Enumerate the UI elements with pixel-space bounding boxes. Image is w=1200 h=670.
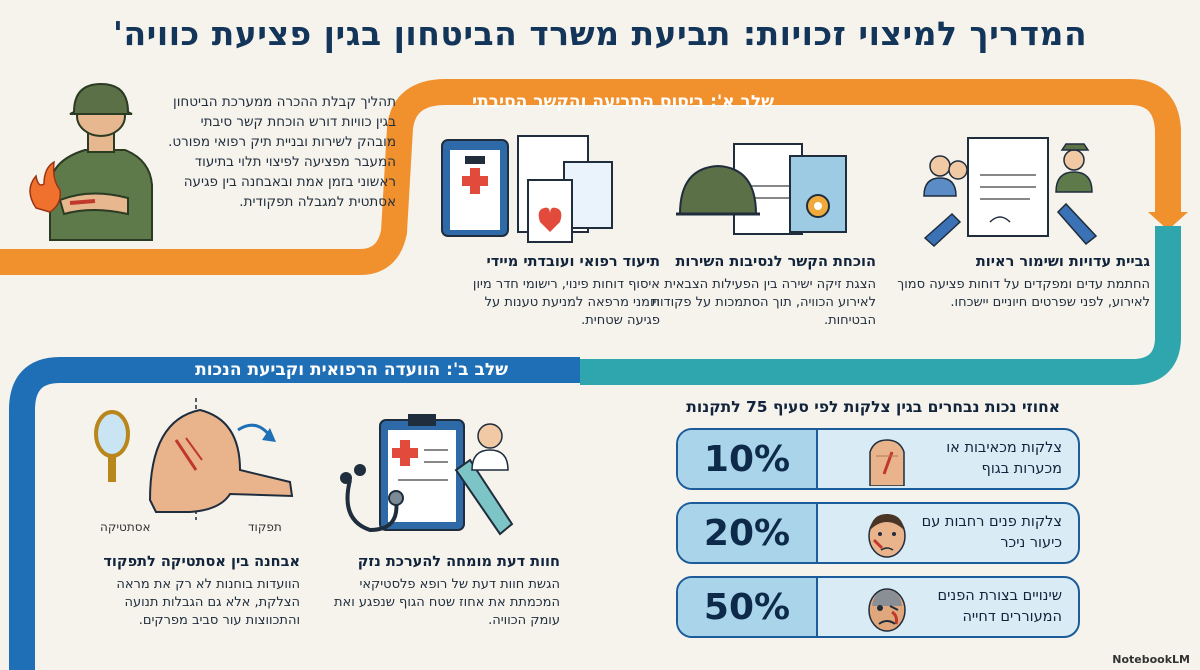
soldier-burn-icon bbox=[29, 82, 153, 241]
stat-text: צלקות מכאיבות או מכערות בגוף bbox=[946, 440, 1062, 477]
disfigured-face-icon bbox=[868, 588, 906, 632]
intro-text: תהליך קבלת ההכרה ממערכת הביטחון בגין כוו… bbox=[168, 94, 396, 210]
stat-text: צלקות פנים רחבות עם כיעור ניכר bbox=[921, 514, 1062, 551]
brand-label: NotebookLM bbox=[1112, 653, 1190, 666]
stage-a-band bbox=[0, 79, 1181, 275]
stage-b-item-1-title: חוות דעת מומחה להערכת נזק bbox=[357, 554, 560, 570]
aesthetic-function-icon bbox=[94, 398, 294, 520]
stage-a-arrow bbox=[1148, 212, 1188, 230]
stage-b-label: שלב ב': הוועדה הרפואית וקביעת הנכות bbox=[195, 360, 508, 380]
label-aesthetic: אסתטיקה bbox=[100, 520, 151, 534]
stage-a-item-1-title: גביית עדויות ושימור ראיות bbox=[975, 254, 1150, 270]
stage-a-item-2-body: הצגת זיקה ישירה בין הפעילות הצבאית לאירו… bbox=[651, 277, 876, 328]
label-function: תפקוד bbox=[248, 520, 282, 534]
stat-row: 20% צלקות פנים רחבות עם כיעור ניכר bbox=[676, 502, 1080, 564]
stage-a-item-1-body: החתמת עדים ומפקדים על דוחות פציעה סמוך ל… bbox=[897, 277, 1150, 310]
stat-pct: 10% bbox=[678, 430, 818, 488]
stage-a-teal-connector bbox=[580, 226, 1181, 385]
stat-pct: 50% bbox=[678, 578, 818, 636]
stage-b-item-2-body: הוועדות בוחנות לא רק את מראה הצלקת, אלא … bbox=[116, 577, 300, 628]
expert-opinion-icon bbox=[340, 414, 514, 536]
torso-scar-icon bbox=[869, 439, 905, 486]
stage-a-item-3-title: תיעוד רפואי ועובדתי מיידי bbox=[486, 254, 660, 270]
stat-text: שינויים בצורת הפנים המעוררים דחייה bbox=[937, 588, 1062, 625]
stage-b-item-2-title: אבחנה בין אסתטיקה לתפקוד bbox=[103, 554, 300, 570]
stat-row: 50% שינויים בצורת הפנים המעוררים דחייה bbox=[676, 576, 1080, 638]
helmet-briefing-icon bbox=[676, 143, 847, 235]
stage-a-item-2-title: הוכחת הקשר לנסיבות השירות bbox=[675, 254, 876, 270]
stage-b-item-1-body: הגשת חוות דעת של רופא פלסטיקאי המכמתת את… bbox=[333, 577, 560, 628]
stat-pct: 20% bbox=[678, 504, 818, 562]
stat-row: 10% צלקות מכאיבות או מכערות בגוף bbox=[676, 428, 1080, 490]
stage-a-label: שלב א': ביסוס התביעה והקשר הסיבתי bbox=[472, 92, 774, 112]
stats-title: אחוזי נכות נבחרים בגין צלקות לפי סעיף 75… bbox=[686, 398, 1060, 416]
affidavit-witnesses-icon bbox=[923, 137, 1098, 248]
stage-b-band bbox=[9, 357, 580, 670]
page-title: המדריך למיצוי זכויות: תביעת משרד הביטחון… bbox=[112, 14, 1088, 53]
stage-a-item-3-body: איסוף דוחות פינוי, רישומי חדר מיון ויומנ… bbox=[472, 277, 660, 328]
face-scar-icon bbox=[868, 514, 906, 558]
medical-records-icon bbox=[441, 135, 613, 243]
